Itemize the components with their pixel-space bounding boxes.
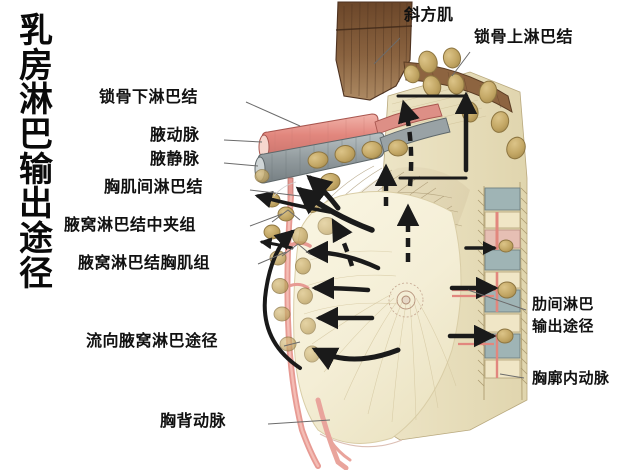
label-axillary-pectoral-group: 腋窝淋巴结胸肌组: [78, 253, 211, 272]
flow-arrow: [311, 347, 401, 371]
lymph-node: [506, 136, 526, 160]
lymph-node: [334, 144, 356, 164]
leader-central-bracket: [271, 209, 301, 223]
leader-supraclavicular: [451, 51, 471, 77]
leader-subclavicular: [245, 101, 301, 127]
title-char-6: 出: [19, 184, 53, 225]
label-axillary-central-group: 腋窝淋巴结中夹组: [64, 215, 197, 234]
title-char-5: 输: [19, 149, 53, 190]
lymph-node: [297, 287, 313, 305]
label-intercostal-outflow-line1: 肋间淋巴: [532, 295, 595, 313]
title-char-4: 巴: [19, 115, 53, 156]
label-trapezius: 斜方肌: [404, 5, 454, 24]
leader-trapezius: [373, 37, 401, 65]
lymph-node: [292, 227, 308, 245]
leader-axillary-vein: [223, 162, 259, 167]
lymph-node: [277, 206, 295, 222]
lymph-node: [254, 169, 270, 183]
label-intercostal-outflow-line2: 输出途径: [532, 317, 595, 335]
flow-arrow: [305, 240, 381, 271]
lymph-node: [307, 151, 329, 169]
flow-arrow: [254, 191, 332, 214]
label-axillary-vein: 腋静脉: [150, 149, 200, 168]
lymph-node: [498, 239, 514, 253]
nipple-areola: [388, 282, 424, 318]
leader-intercostal: [467, 289, 527, 311]
dashed-flow-arrow: [331, 218, 355, 267]
lymph-node: [279, 336, 297, 352]
title-char-1: 乳: [19, 11, 53, 51]
leader-axillary-artery: [223, 139, 263, 143]
flow-arrow: [311, 276, 371, 300]
thoracodorsal-artery: [315, 397, 352, 470]
label-interpectoral-nodes: 胸肌间淋巴结: [104, 177, 204, 196]
rib-cage-intercostals: [452, 181, 528, 401]
flow-connector: [396, 94, 468, 122]
lymph-node: [271, 278, 289, 294]
lymph-node: [388, 139, 408, 157]
flow-arrow: [295, 186, 375, 233]
leader-pectoral-group: [257, 251, 287, 265]
lymph-flow-arrows: [254, 91, 499, 371]
leader-flow-axillary: [283, 341, 301, 347]
trapezius-muscle: [335, 1, 413, 101]
skin-contour: [273, 181, 297, 197]
label-subclavicular-nodes: 锁骨下淋巴结: [99, 87, 199, 106]
lymph-node: [497, 281, 517, 299]
leader-thoracodorsal: [267, 419, 331, 425]
label-flow-to-axillary: 流向腋窝淋巴途径: [86, 331, 219, 350]
deep-lymph-flow-arrows: [331, 99, 420, 267]
leader-pectoral-bracket: [281, 243, 311, 257]
lymph-node: [300, 317, 316, 335]
title-char-3: 淋: [19, 80, 53, 121]
leader-central-group: [249, 213, 283, 227]
leader-interpectoral: [249, 189, 301, 197]
lymph-node: [273, 306, 291, 322]
leader-internal-thoracic: [499, 373, 525, 379]
title-char-7: 途: [19, 219, 53, 260]
page-title: 乳 房 淋 巴 输 出 途 径: [8, 14, 64, 291]
label-thoracodorsal-artery: 胸背动脉: [160, 411, 227, 430]
flow-arrow-axillary-route: [262, 229, 302, 370]
lymph-node: [442, 47, 462, 69]
title-char-8: 径: [19, 253, 53, 294]
lymph-node: [496, 328, 514, 344]
lymph-node: [361, 140, 383, 160]
leader-lines: [223, 37, 527, 425]
lymph-node: [478, 80, 498, 104]
dashed-flow-arrow: [397, 99, 420, 187]
lymph-node: [403, 64, 421, 84]
lymph-node: [263, 224, 281, 240]
title-char-2: 房: [19, 45, 53, 86]
lymph-node: [490, 111, 510, 133]
lymph-node: [317, 217, 337, 235]
label-supraclavicular-nodes: 锁骨上淋巴结: [474, 27, 574, 46]
lymph-node: [418, 50, 438, 74]
label-internal-thoracic-artery: 胸廓内动脉: [532, 369, 610, 387]
lymph-node: [295, 257, 311, 275]
label-axillary-artery: 腋动脉: [150, 125, 200, 144]
